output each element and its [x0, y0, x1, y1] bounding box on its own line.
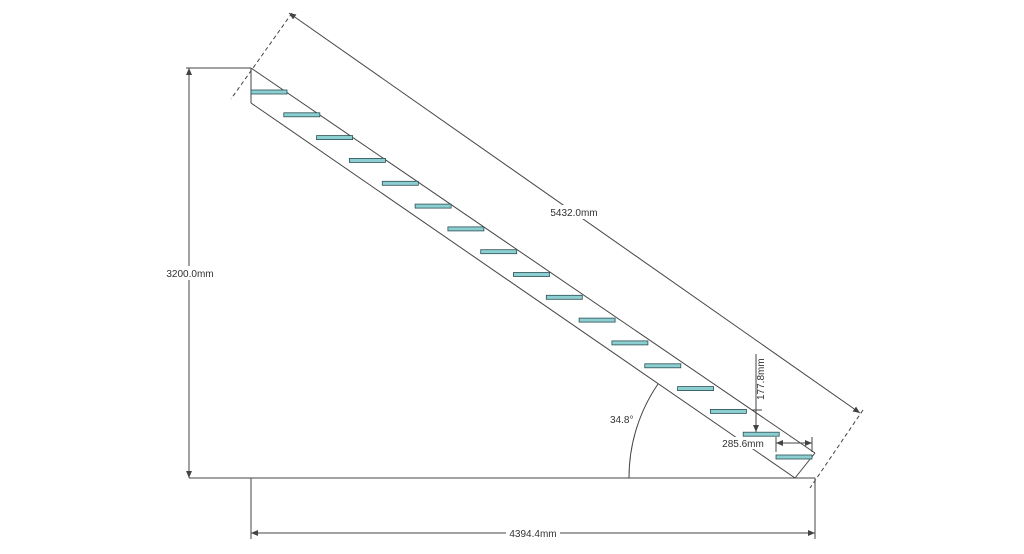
bottom-extension-line — [809, 409, 864, 489]
riser-label: 177.8mm — [756, 358, 767, 400]
tread — [644, 363, 682, 369]
tread — [316, 135, 354, 141]
tread — [710, 408, 747, 414]
tread — [578, 317, 616, 323]
length-label: 5432.0mm — [550, 208, 597, 219]
tread — [414, 203, 452, 209]
tread — [611, 340, 649, 346]
angle-label: 34.8° — [610, 415, 633, 426]
tread — [283, 112, 321, 118]
stringer-bottom-edge — [250, 102, 796, 479]
top-extension-line — [230, 12, 293, 100]
tread — [381, 180, 419, 186]
treads — [250, 89, 813, 460]
run-label: 4394.4mm — [509, 529, 556, 540]
tread — [513, 272, 550, 277]
angle-arc — [628, 383, 659, 479]
tread — [447, 226, 485, 232]
length-extension-lines — [230, 12, 864, 489]
tread — [775, 454, 813, 460]
tread — [545, 294, 583, 300]
tread — [677, 386, 714, 392]
tread — [250, 89, 288, 95]
tread — [742, 431, 780, 437]
tread — [348, 157, 386, 163]
going-label: 285.6mm — [722, 439, 764, 450]
height-label: 3200.0mm — [166, 269, 213, 280]
stringer-top-edge — [250, 67, 816, 454]
tread — [480, 249, 518, 255]
